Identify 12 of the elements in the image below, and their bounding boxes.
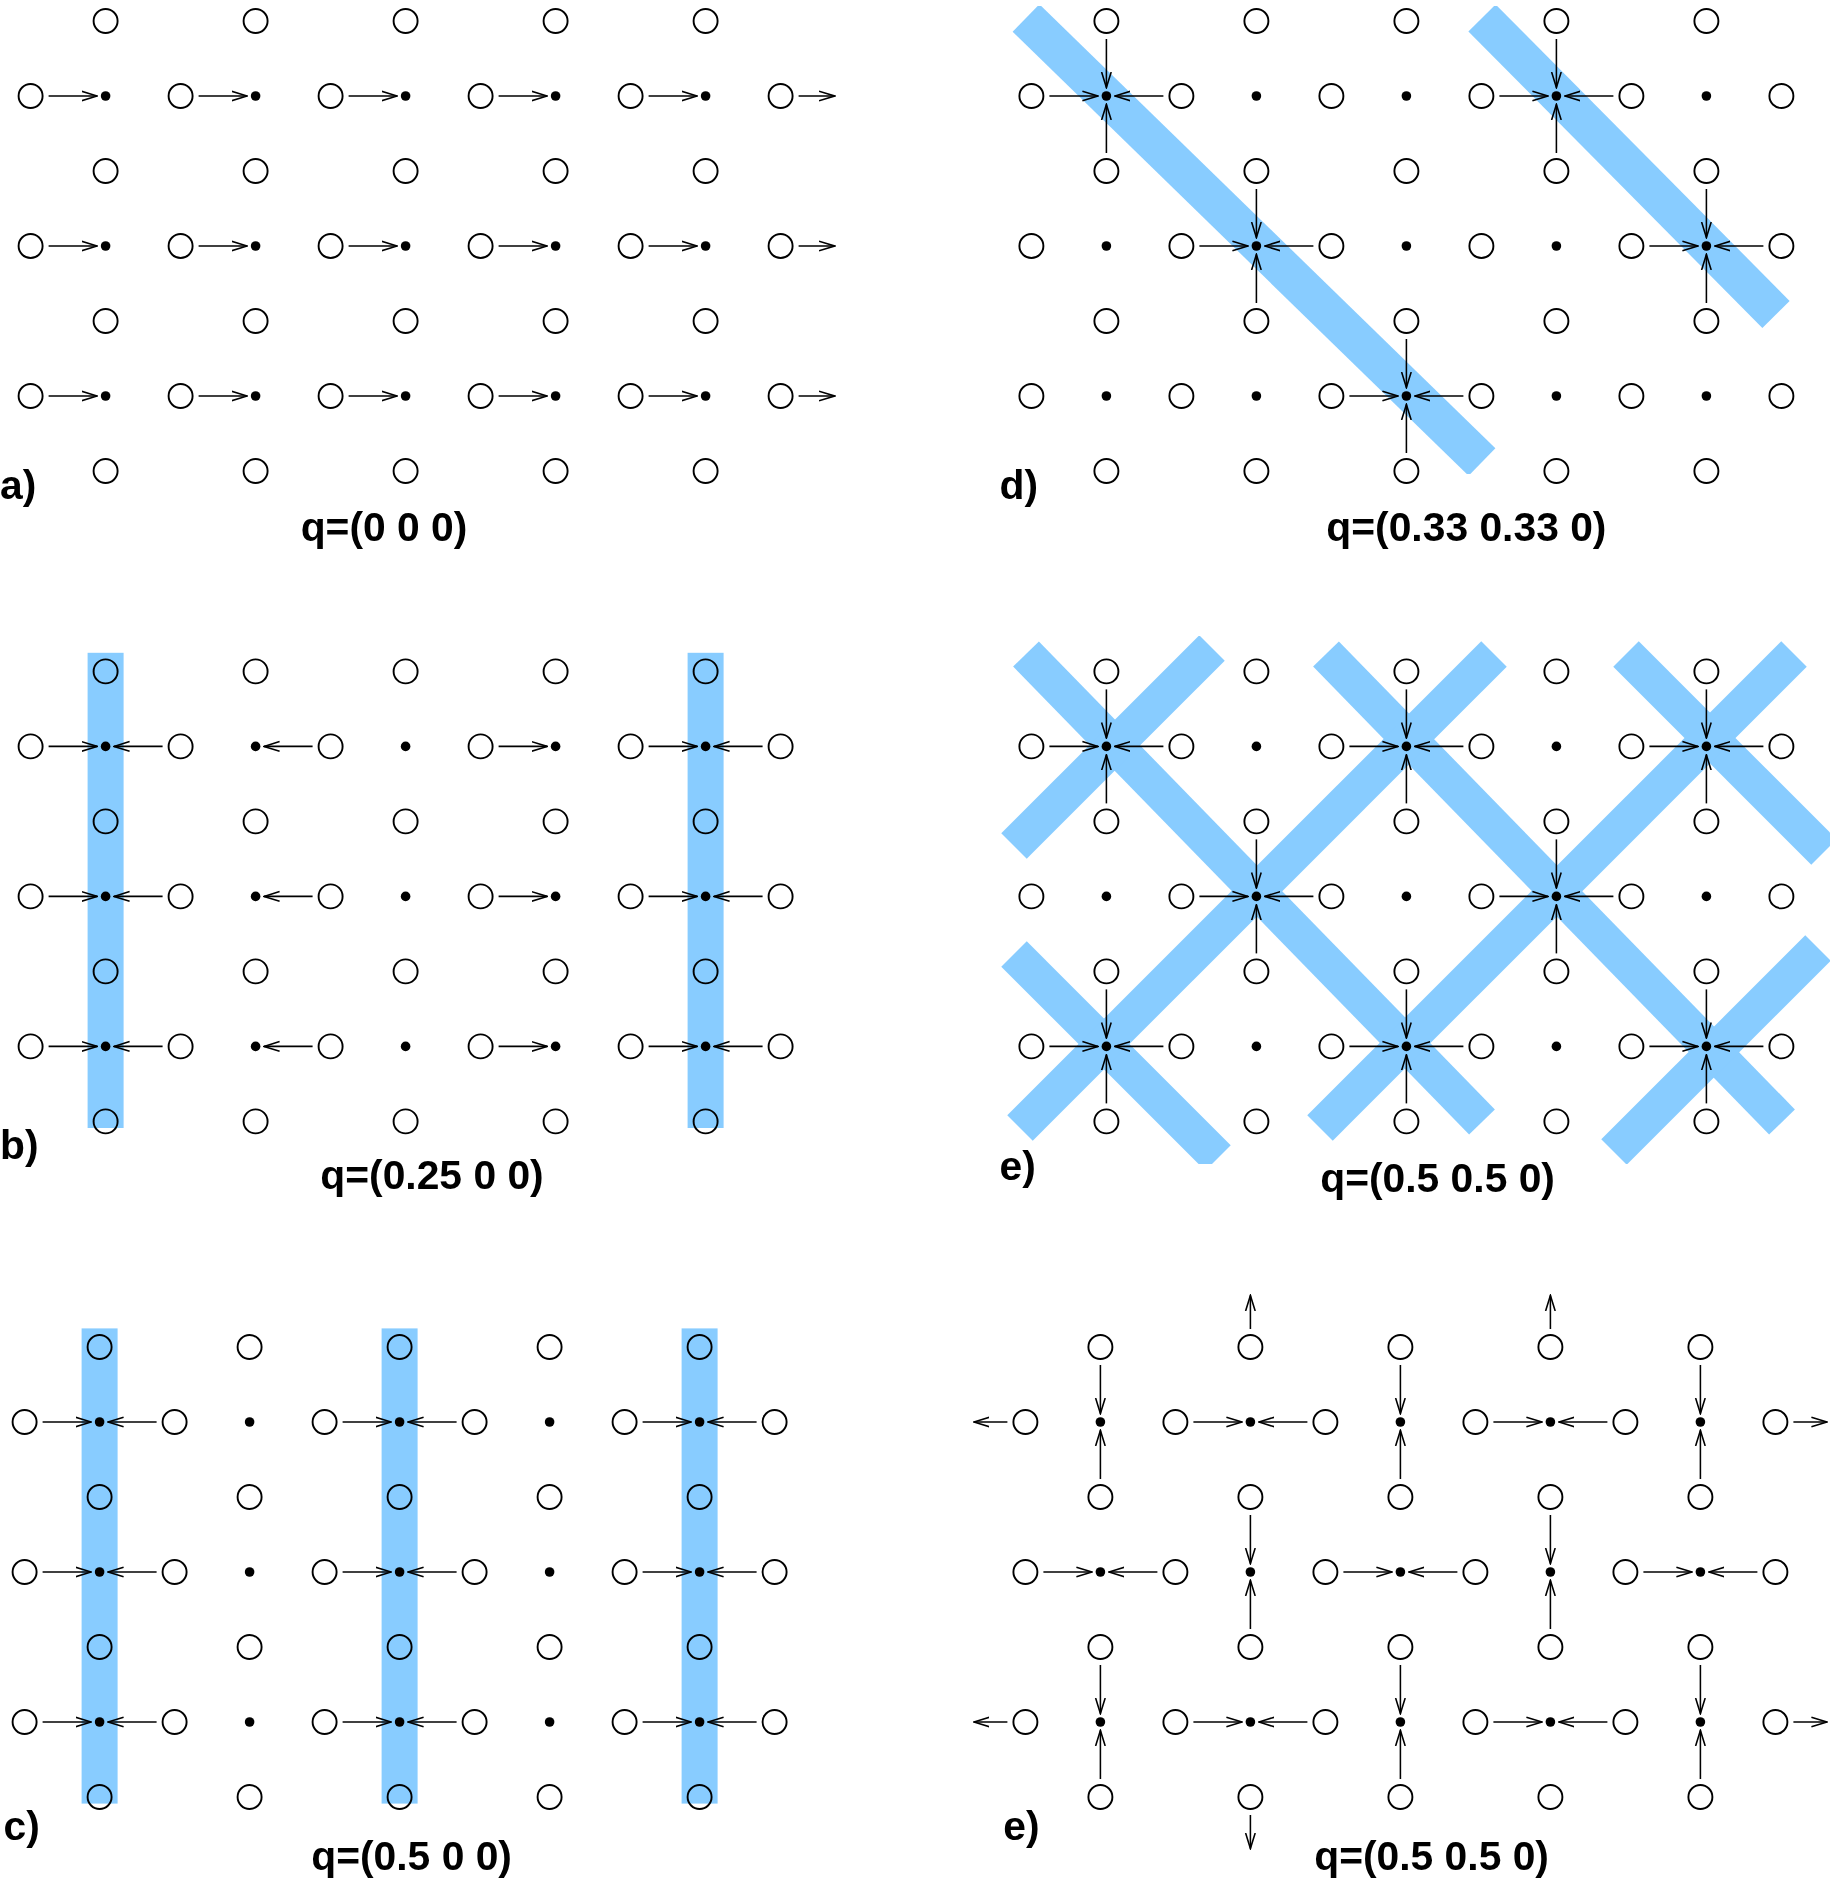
wave-vector-label: q=(0 0 0) xyxy=(300,504,468,550)
panel-label: e) xyxy=(1003,1802,1040,1848)
panel-label: c) xyxy=(3,1802,40,1848)
panel-label: d) xyxy=(999,462,1039,508)
wave-vector-label: q=(0.5 0 0) xyxy=(311,1832,512,1878)
panel-label: b) xyxy=(0,1122,39,1168)
panel-label: a) xyxy=(0,462,37,508)
wave-vector-label: q=(0.5 0.5 0) xyxy=(1320,1154,1555,1200)
wave-vector-label: q=(0.33 0.33 0) xyxy=(1326,504,1607,550)
wave-vector-label: q=(0.5 0.5 0) xyxy=(1314,1832,1549,1878)
wave-vector-label: q=(0.25 0 0) xyxy=(320,1152,544,1198)
panel-label: e) xyxy=(999,1142,1036,1188)
